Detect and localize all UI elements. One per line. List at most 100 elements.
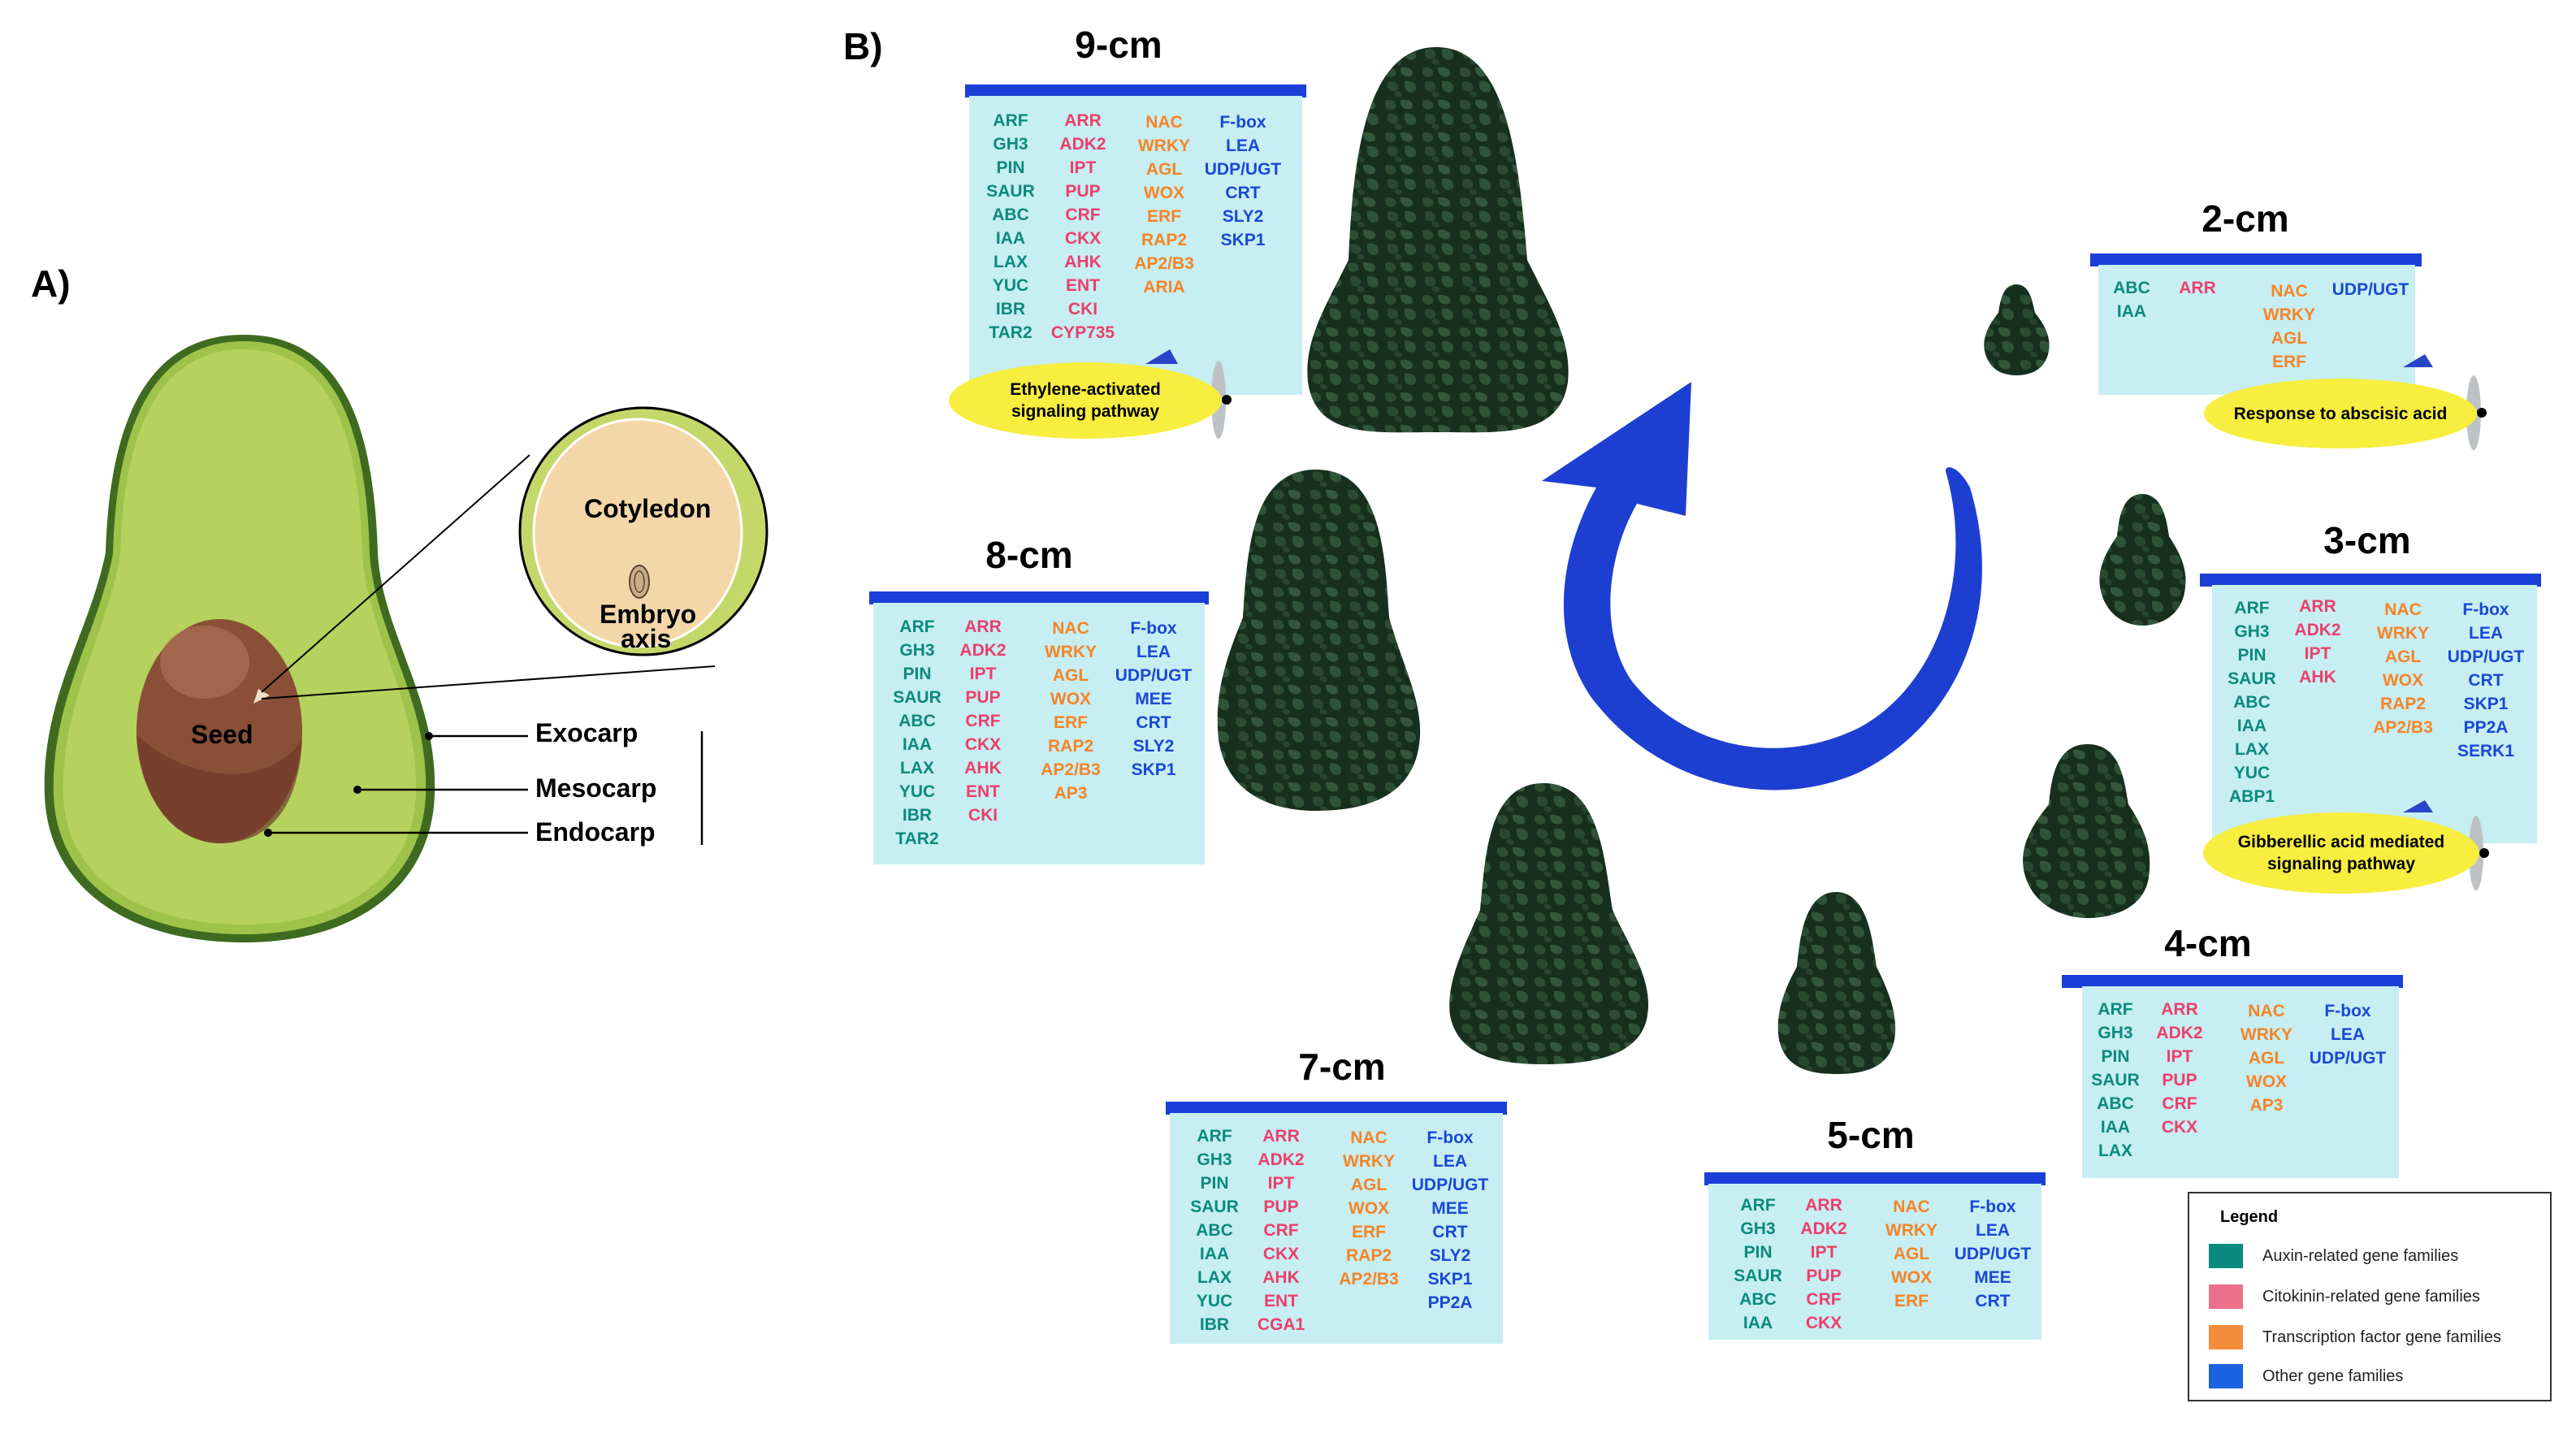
tf-3cm-gene: AP2/B3 bbox=[2373, 718, 2433, 737]
fruit-2cm bbox=[1984, 284, 2050, 375]
other-7cm-gene: CRT bbox=[1432, 1223, 1468, 1241]
cytokinin-9cm-gene: ADK2 bbox=[1059, 135, 1106, 154]
cytokinin-9cm-gene: CRF bbox=[1065, 206, 1101, 224]
pathway-3cm-line2: signaling pathway bbox=[2266, 855, 2415, 873]
auxin-8cm-gene: PIN bbox=[903, 665, 932, 683]
tf-8cm-gene: ERF bbox=[1054, 713, 1088, 732]
tf-3cm-gene: WRKY bbox=[2376, 624, 2430, 643]
tf-4cm-gene: NAC bbox=[2248, 1002, 2285, 1020]
other-3cm-gene: LEA bbox=[2469, 624, 2503, 643]
other-5cm-gene: UDP/UGT bbox=[1954, 1245, 2032, 1263]
tf-3cm-gene: WOX bbox=[2382, 671, 2424, 690]
auxin-7cm-gene: IBR bbox=[1199, 1315, 1230, 1334]
auxin-7cm-gene: IAA bbox=[1199, 1245, 1230, 1263]
tf-9cm-gene: ARIA bbox=[1143, 278, 1185, 297]
auxin-5cm-gene: GH3 bbox=[1740, 1219, 1776, 1238]
stage-bar-9cm bbox=[965, 84, 1306, 97]
cytokinin-5cm-gene: PUP bbox=[1806, 1267, 1842, 1285]
other-9cm-gene: SLY2 bbox=[1222, 207, 1264, 226]
cytokinin-3cm-gene: IPT bbox=[2304, 644, 2331, 663]
auxin-2cm-gene: IAA bbox=[2116, 302, 2147, 321]
auxin-9cm-gene: IBR bbox=[995, 300, 1026, 318]
tf-2cm-gene: ERF bbox=[2272, 353, 2306, 371]
tf-3cm-gene: RAP2 bbox=[2379, 695, 2427, 713]
cytokinin-4cm-gene: ADK2 bbox=[2156, 1024, 2203, 1042]
tf-9cm-gene: RAP2 bbox=[1141, 231, 1188, 249]
stage-bar-5cm bbox=[1704, 1172, 2046, 1185]
cytokinin-9cm-gene: CYP735 bbox=[1050, 323, 1115, 342]
cytokinin-9cm-gene: AHK bbox=[1064, 253, 1102, 271]
other-8cm-gene: SLY2 bbox=[1132, 737, 1175, 756]
tf-2cm-gene: NAC bbox=[2271, 282, 2308, 301]
auxin-9cm-gene: ABC bbox=[992, 206, 1029, 224]
other-8cm-gene: LEA bbox=[1136, 643, 1171, 661]
stage-title-4cm: 4-cm bbox=[2164, 922, 2252, 964]
legend-box: Legend Auxin-related gene families Citok… bbox=[2188, 1192, 2552, 1401]
cytokinin-9cm-gene: ARR bbox=[1064, 111, 1102, 130]
cytokinin-9cm-gene: IPT bbox=[1069, 158, 1097, 177]
stage-bar-7cm bbox=[1166, 1102, 1507, 1115]
cytokinin-7cm-gene: ENT bbox=[1264, 1292, 1298, 1310]
other-9cm-gene: UDP/UGT bbox=[1204, 160, 1282, 179]
auxin-9cm-gene: PIN bbox=[996, 158, 1025, 177]
auxin-3cm-gene: ARF bbox=[2234, 599, 2270, 617]
stage-title-3cm: 3-cm bbox=[2323, 519, 2411, 561]
growth-cycle-arrow bbox=[1542, 382, 1982, 790]
legend-label-other: Other gene families bbox=[2262, 1367, 2404, 1385]
stage-title-9cm: 9-cm bbox=[1075, 24, 1162, 66]
tf-9cm-gene: NAC bbox=[1145, 113, 1183, 132]
other-9cm-gene: F-box bbox=[1219, 113, 1266, 132]
tf-8cm-gene: NAC bbox=[1052, 619, 1089, 638]
cytokinin-3cm-gene: ADK2 bbox=[2294, 621, 2341, 639]
tf-5cm-gene: NAC bbox=[1893, 1198, 1930, 1216]
stage-title-2cm: 2-cm bbox=[2202, 197, 2289, 240]
legend-label-cytokinin: Citokinin-related gene families bbox=[2262, 1287, 2480, 1306]
cytokinin-8cm-gene: CRF bbox=[965, 712, 1001, 730]
tf-7cm-gene: AP2/B3 bbox=[1339, 1270, 1399, 1289]
stage-bar-4cm bbox=[2062, 975, 2403, 988]
auxin-3cm-gene: PIN bbox=[2237, 646, 2266, 665]
other-8cm-gene: CRT bbox=[1136, 713, 1171, 732]
cytokinin-8cm-gene: AHK bbox=[964, 759, 1002, 777]
cytokinin-7cm-gene: ARR bbox=[1262, 1127, 1300, 1146]
tf-5cm-gene: WOX bbox=[1890, 1268, 1933, 1287]
tf-7cm-gene: ERF bbox=[1352, 1223, 1386, 1241]
auxin-9cm-gene: IAA bbox=[995, 229, 1026, 248]
other-7cm-gene: SLY2 bbox=[1429, 1246, 1471, 1265]
cytokinin-3cm-gene: ARR bbox=[2299, 597, 2336, 616]
stage-title-5cm: 5-cm bbox=[1827, 1114, 1915, 1156]
tf-7cm-gene: AGL bbox=[1350, 1176, 1388, 1194]
auxin-4cm-gene: ABC bbox=[2097, 1094, 2134, 1113]
cytokinin-8cm-gene: IPT bbox=[969, 665, 997, 683]
cytokinin-8cm-gene: ADK2 bbox=[959, 641, 1007, 660]
cytokinin-4cm-gene: CKX bbox=[2161, 1118, 2198, 1137]
legend-swatch-tf bbox=[2209, 1325, 2243, 1349]
other-4cm-gene: F-box bbox=[2324, 1002, 2371, 1020]
legend-label-tf: Transcription factor gene families bbox=[2262, 1328, 2501, 1346]
stage-bar-3cm bbox=[2200, 574, 2541, 587]
tf-9cm-gene: ERF bbox=[1147, 207, 1181, 226]
tf-3cm-gene: NAC bbox=[2384, 600, 2422, 619]
embryo-axis-label-2: axis bbox=[621, 624, 672, 653]
cytokinin-5cm-gene: ARR bbox=[1805, 1196, 1842, 1215]
fruit-5cm bbox=[1777, 892, 1896, 1074]
pathway-9cm-line1: Ethylene-activated bbox=[1010, 380, 1161, 399]
cytokinin-4cm-gene: PUP bbox=[2162, 1071, 2197, 1089]
other-3cm-gene: UDP/UGT bbox=[2447, 648, 2525, 666]
auxin-8cm-gene: IAA bbox=[902, 735, 933, 754]
cytokinin-8cm-gene: CKI bbox=[968, 806, 998, 825]
tf-8cm-gene: WRKY bbox=[1044, 643, 1098, 661]
other-9cm-gene: SKP1 bbox=[1220, 231, 1266, 249]
auxin-3cm-gene: LAX bbox=[2235, 740, 2269, 759]
exocarp-label: Exocarp bbox=[535, 718, 639, 747]
cytokinin-8cm-gene: ARR bbox=[964, 617, 1002, 636]
auxin-8cm-gene: SAUR bbox=[893, 688, 942, 707]
auxin-8cm-gene: ARF bbox=[899, 617, 935, 636]
other-7cm-gene: UDP/UGT bbox=[1411, 1176, 1489, 1194]
other-7cm-gene: LEA bbox=[1433, 1152, 1467, 1171]
other-4cm-gene: LEA bbox=[2331, 1025, 2365, 1044]
